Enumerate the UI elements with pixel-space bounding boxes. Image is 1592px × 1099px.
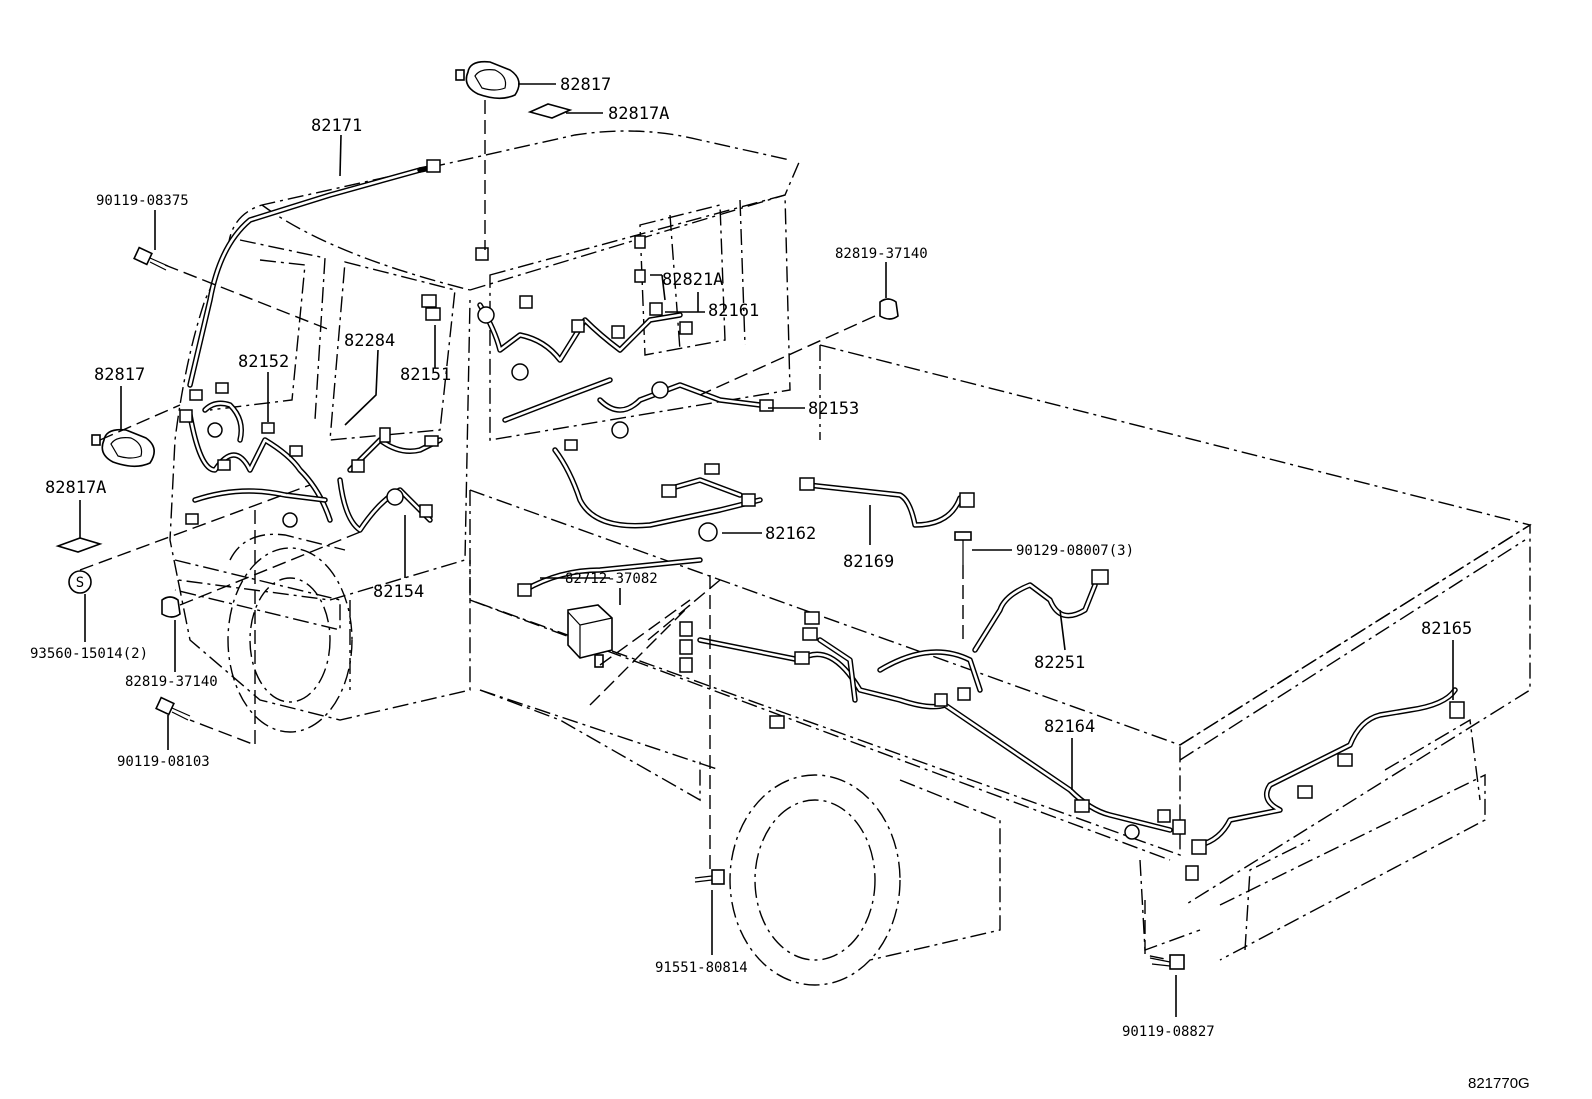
- label-82821A: 82821A: [662, 270, 723, 290]
- front-wheel: [227, 533, 353, 733]
- label-82817A-top: 82817A: [608, 104, 669, 124]
- grommet-93560: S: [68, 570, 92, 594]
- relay-82712-37082: [567, 604, 613, 668]
- label-82284: 82284: [344, 331, 395, 351]
- frame-harness-82164: [679, 611, 1173, 840]
- leader-lines: [79, 83, 1454, 1017]
- label-82164: 82164: [1044, 717, 1095, 737]
- label-90119-08827: 90119-08827: [1122, 1024, 1215, 1040]
- label-90119-08103: 90119-08103: [117, 754, 210, 770]
- label-90129-08007: 90129-08007(3): [1016, 543, 1134, 559]
- roof-harness: [187, 159, 441, 388]
- cargo-bed: [469, 344, 1532, 961]
- label-82154: 82154: [373, 582, 424, 602]
- nut-82819-37140-left: [161, 596, 181, 618]
- label-82165: 82165: [1421, 619, 1472, 639]
- label-82817-left: 82817: [94, 365, 145, 385]
- label-82162: 82162: [765, 524, 816, 544]
- assembly-lines: [79, 100, 1171, 961]
- nut-82819-37140-top: [879, 298, 899, 320]
- screw-90129-08007: [954, 531, 972, 565]
- lamp-pad-left: [55, 537, 103, 553]
- cab-rear-harness: [421, 235, 774, 439]
- bolt-90119-08827: [1149, 954, 1185, 970]
- label-82169: 82169: [843, 552, 894, 572]
- label-82251: 82251: [1034, 653, 1085, 673]
- truck-body-outline: [169, 130, 801, 721]
- grommet-mark: S: [76, 575, 84, 591]
- label-82153: 82153: [808, 399, 859, 419]
- label-82152: 82152: [238, 352, 289, 372]
- bolt-90119-08103: [155, 696, 191, 721]
- rear-harness-82165: [1172, 687, 1465, 881]
- rear-wheel: [729, 774, 901, 986]
- label-82817A-left: 82817A: [45, 478, 106, 498]
- bed-harness-82169: [799, 477, 975, 528]
- cowl-harness: [337, 427, 443, 533]
- label-82817-top: 82817: [560, 75, 611, 95]
- frame-harness: [517, 439, 763, 597]
- dome-lamp-left: [91, 428, 155, 468]
- label-82171: 82171: [311, 116, 362, 136]
- label-82161: 82161: [708, 301, 759, 321]
- label-90119-08375: 90119-08375: [96, 193, 189, 209]
- label-82151: 82151: [400, 365, 451, 385]
- lamp-pad-top: [527, 103, 573, 119]
- bolt-90119-08375: [133, 246, 169, 271]
- label-82819-37140-left: 82819-37140: [125, 674, 218, 690]
- part-labels: 82817 82817A 82171 90119-08375 82819-371…: [30, 75, 1530, 1092]
- diagram-code: 821770G: [1468, 1075, 1530, 1092]
- bolt-91551-80814: [694, 869, 725, 885]
- label-91551-80814: 91551-80814: [655, 960, 748, 976]
- label-82712-37082: 82712-37082: [565, 571, 658, 587]
- instrument-panel-harness: [179, 382, 333, 528]
- label-93560-15014: 93560-15014(2): [30, 646, 148, 662]
- bed-harness-82251: [972, 569, 1109, 653]
- dome-lamp-top: [455, 60, 520, 100]
- label-82819-37140-top: 82819-37140: [835, 246, 928, 262]
